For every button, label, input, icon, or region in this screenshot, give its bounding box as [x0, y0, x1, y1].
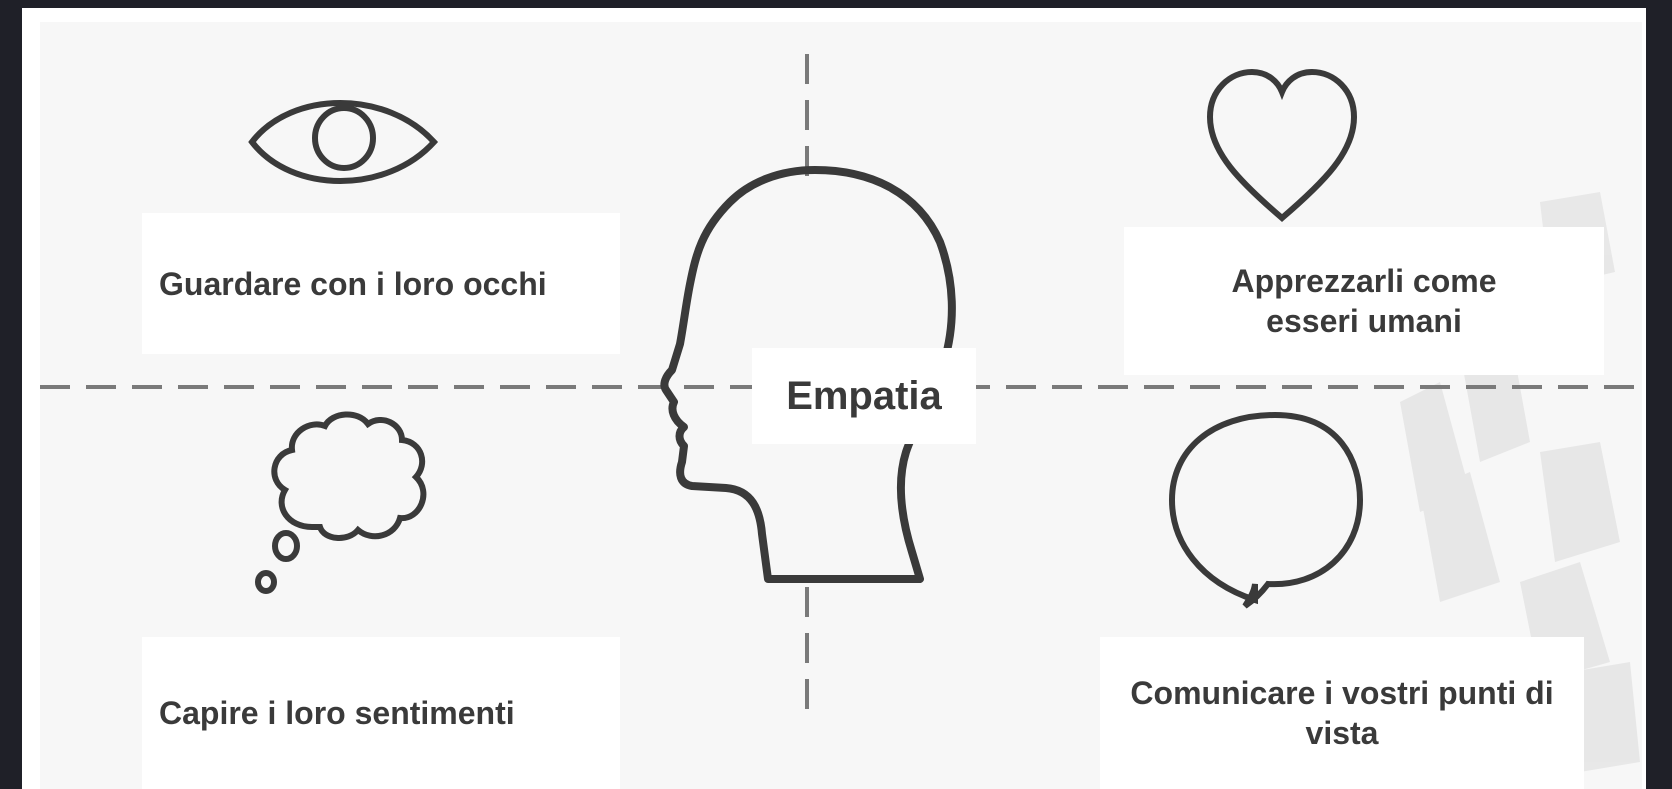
label-guardare: Guardare con i loro occhi: [159, 265, 547, 302]
label-capire: Capire i loro sentimenti: [159, 695, 515, 731]
label-box-eye: Guardare con i loro occhi: [142, 213, 620, 354]
eye-icon: [248, 100, 439, 184]
center-label-box: Empatia: [752, 348, 976, 444]
label-box-speech: Comunicare i vostri punti di vista: [1100, 637, 1584, 789]
label-comunicare: Comunicare i vostri punti di vista: [1130, 675, 1554, 751]
label-apprezzarli: Apprezzarli come esseri umani: [1231, 263, 1497, 339]
speech-bubble-icon: [1168, 411, 1364, 609]
label-box-thought: Capire i loro sentimenti: [142, 637, 620, 789]
heart-icon: [1206, 68, 1358, 222]
empathy-diagram: Guardare con i loro occhi Apprezzarli co…: [40, 22, 1642, 789]
center-label: Empatia: [786, 373, 942, 418]
thought-bubble-icon: [255, 411, 427, 594]
label-box-heart: Apprezzarli come esseri umani: [1124, 227, 1604, 375]
